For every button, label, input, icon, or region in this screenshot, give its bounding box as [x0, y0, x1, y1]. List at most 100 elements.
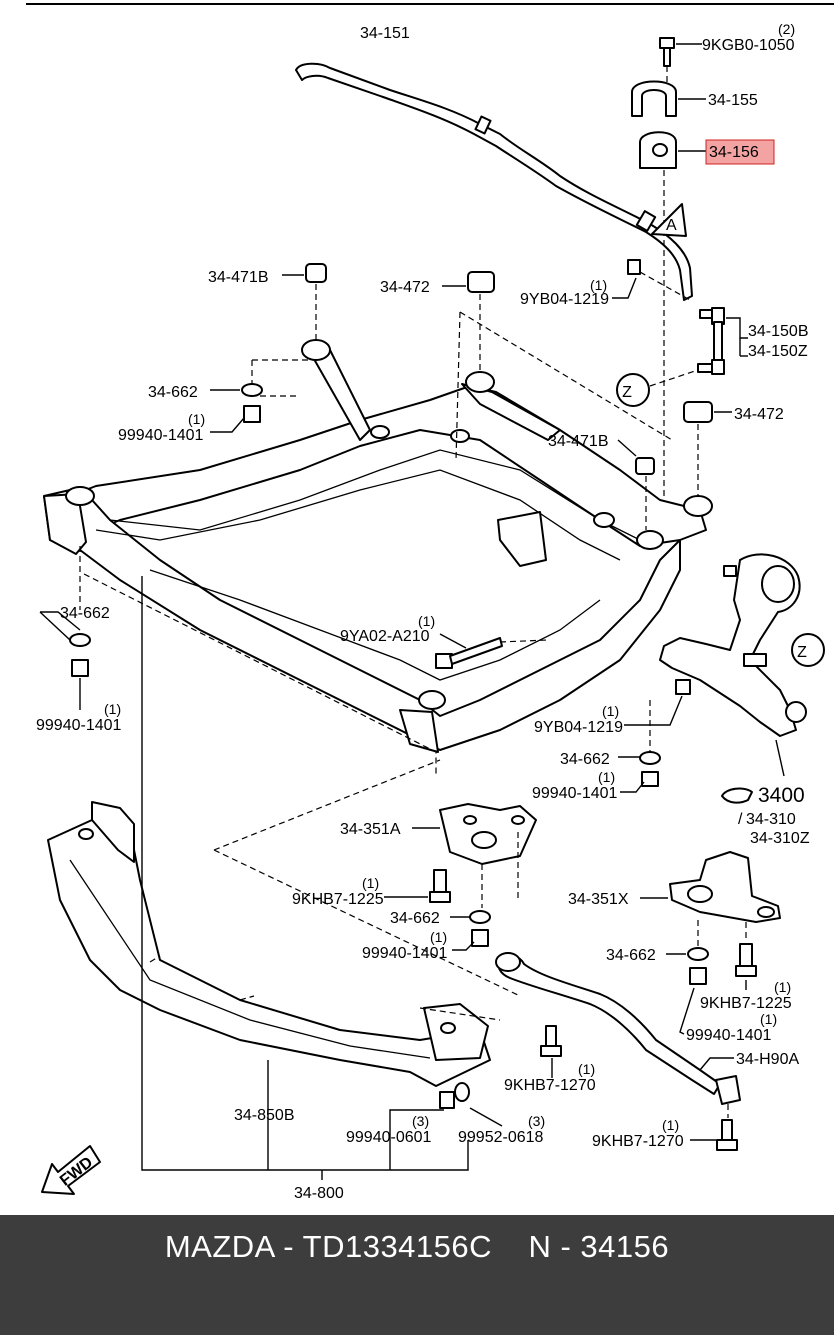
label-qty: (1)	[590, 277, 607, 293]
rod	[495, 952, 741, 1105]
label-qty: (1)	[598, 769, 615, 785]
nut-icon	[641, 771, 659, 787]
label-washer-left: 34-662	[60, 605, 110, 622]
bolt-icon	[429, 869, 451, 903]
label-bracket-a: 34-351A	[340, 821, 401, 838]
label-cushion-upper-mid: 34-472	[380, 279, 430, 296]
label-cushion-right: 34-472	[734, 406, 784, 423]
washer-icon	[687, 947, 709, 961]
label-knuckle-arm: 3400	[758, 784, 805, 807]
label-washer-bracket-x: 34-662	[606, 947, 656, 964]
label-washer-member: 99952-0618	[458, 1129, 544, 1146]
bracket-icon	[631, 80, 677, 117]
label-qty: (1)	[418, 613, 435, 629]
label-nut-mid: 99940-1401	[532, 785, 618, 802]
label-nut-upper-left: 99940-1401	[118, 427, 204, 444]
label-bracket-x: 34-351X	[568, 891, 629, 908]
nut-icon	[439, 1091, 455, 1109]
label-qty: (1)	[662, 1117, 679, 1133]
label-bolt-top: 9KGB0-1050	[702, 37, 795, 54]
label-nut-bracket-x: 99940-1401	[686, 1027, 772, 1044]
label-bracket: 34-155	[708, 92, 758, 109]
knuckle-assembly	[659, 553, 807, 737]
label-link-z: 34-150Z	[748, 343, 808, 360]
label-stabilizer-bar: 34-151	[360, 25, 410, 42]
label-nut-arm: 9YB04-1219	[534, 719, 623, 736]
nut-icon	[243, 405, 261, 423]
bolt-icon	[735, 943, 757, 977]
label-nut-member: 99940-0601	[346, 1129, 432, 1146]
ref-a-label: A	[666, 217, 677, 234]
label-link-b: 34-150B	[748, 323, 809, 340]
label-cushion-lower-mid: 34-471B	[548, 433, 609, 450]
ref-z-circle	[616, 373, 650, 407]
footer-bar: MAZDA - TD1334156C N - 34156	[0, 1215, 834, 1335]
bushing-icon	[639, 131, 677, 169]
label-qty: (3)	[528, 1113, 545, 1129]
label-slash: /	[738, 811, 743, 828]
label-qty: (1)	[602, 703, 619, 719]
label-bolt-rod-mid: 9KHB7-1270	[504, 1077, 596, 1094]
label-rod: 34-H90A	[736, 1051, 799, 1068]
label-bolt-rod-end: 9KHB7-1270	[592, 1133, 684, 1150]
label-qty: (1)	[430, 929, 447, 945]
label-qty: (1)	[774, 979, 791, 995]
bolt-icon	[540, 1025, 562, 1057]
label-arm-left: 34-310Z	[750, 830, 810, 847]
label-bolt-frame: 9YA02-A210	[340, 628, 430, 645]
bracket-a	[439, 803, 537, 865]
label-qty: (1)	[104, 701, 121, 717]
nut-icon	[471, 929, 489, 947]
washer-icon	[69, 633, 91, 647]
label-member: 34-850B	[234, 1107, 295, 1124]
label-bolt-bracket-a: 9KHB7-1225	[292, 891, 384, 908]
label-qty: (1)	[188, 411, 205, 427]
label-qty: (3)	[412, 1113, 429, 1129]
bolt-icon	[716, 1119, 738, 1151]
washer-icon	[639, 751, 661, 765]
highlight-box	[705, 139, 775, 165]
label-qty: (2)	[778, 21, 795, 37]
label-qty: (1)	[362, 875, 379, 891]
label-cushion-upper-left: 34-471B	[208, 269, 269, 286]
label-washer-mid: 34-662	[560, 751, 610, 768]
label-washer-upper-left: 34-662	[148, 384, 198, 401]
label-qty: (1)	[760, 1011, 777, 1027]
cushion-icon	[467, 271, 495, 293]
nut-icon	[689, 967, 707, 985]
cushion-icon	[305, 263, 327, 283]
cushion-icon	[683, 401, 713, 423]
label-bushing: 34-156	[709, 144, 759, 161]
ref-z-circle	[791, 633, 825, 667]
washer-icon	[469, 910, 491, 924]
bolt-icon	[435, 637, 503, 669]
ref-a-marker	[651, 203, 687, 237]
label-washer-bracket-a: 34-662	[390, 910, 440, 927]
label-nut-left: 99940-1401	[36, 717, 122, 734]
label-nut-link-top: 9YB04-1219	[520, 291, 609, 308]
label-nut-bracket-a: 99940-1401	[362, 945, 448, 962]
bolt-icon	[659, 37, 675, 67]
washer-icon	[241, 383, 263, 397]
label-bolt-bracket-x: 9KHB7-1225	[700, 995, 792, 1012]
pointer-hand-icon	[721, 787, 753, 804]
label-arm-right: 34-310	[746, 811, 796, 828]
nut-icon	[71, 659, 89, 677]
label-crossmember: 34-800	[294, 1185, 344, 1202]
nut-icon	[675, 679, 691, 695]
cushion-icon	[635, 457, 655, 475]
lower-member	[47, 801, 491, 1087]
part-number-caption: MAZDA - TD1334156C N - 34156	[164, 1229, 670, 1264]
stabilizer-bar-drawing	[295, 62, 693, 301]
exploded-parts-diagram: 34-151 (2) 9KGB0-1050 34-155 34-156 A (1…	[26, 3, 834, 1202]
stabilizer-link-icon	[697, 307, 725, 375]
front-crossmember	[43, 339, 713, 753]
ref-z-label: Z	[622, 384, 632, 401]
label-qty: (1)	[578, 1061, 595, 1077]
ref-z-label: Z	[797, 644, 807, 661]
bracket-x	[669, 851, 781, 923]
washer-icon	[454, 1082, 470, 1102]
fwd-arrow-icon	[41, 1145, 101, 1195]
nut-icon	[627, 259, 641, 275]
